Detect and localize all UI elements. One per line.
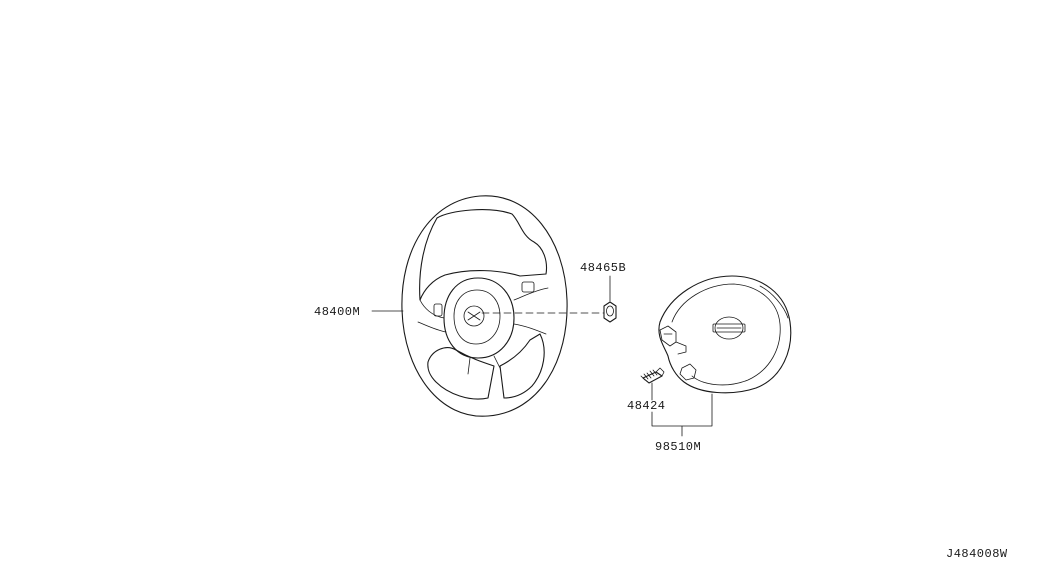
wheel-switch-icon bbox=[521, 281, 535, 293]
wheel-outer-rim bbox=[401, 195, 568, 417]
leader-airbag-module bbox=[651, 393, 713, 437]
airbag-emblem-icon bbox=[714, 316, 744, 340]
wheel-inner-rim-upper bbox=[419, 209, 548, 301]
wheel-hub bbox=[443, 277, 515, 359]
airbag-module-drawing[interactable] bbox=[658, 275, 792, 394]
wheel-inner-rim-right bbox=[499, 333, 545, 399]
callout-bolt[interactable]: 48424 bbox=[627, 399, 666, 413]
wheel-spoke-left bbox=[417, 299, 447, 333]
hub-emblem-icon bbox=[463, 305, 485, 327]
callout-airbag-module[interactable]: 98510M bbox=[655, 440, 701, 454]
airbag-mount-boss bbox=[679, 363, 697, 381]
steering-wheel-drawing[interactable] bbox=[401, 195, 568, 417]
nut-drawing[interactable] bbox=[603, 301, 617, 323]
wheel-spoke-right bbox=[513, 287, 549, 335]
wheel-inner-rim-lower bbox=[427, 347, 495, 400]
wheel-spoke-bottom bbox=[467, 355, 501, 375]
drawing-number: J484008W bbox=[946, 547, 1008, 561]
callout-nut[interactable]: 48465B bbox=[580, 261, 626, 275]
callout-steering-wheel[interactable]: 48400M bbox=[314, 305, 360, 319]
airbag-pad-outline bbox=[658, 275, 792, 394]
bolt-drawing[interactable] bbox=[640, 367, 665, 384]
nut-icon bbox=[603, 301, 617, 323]
